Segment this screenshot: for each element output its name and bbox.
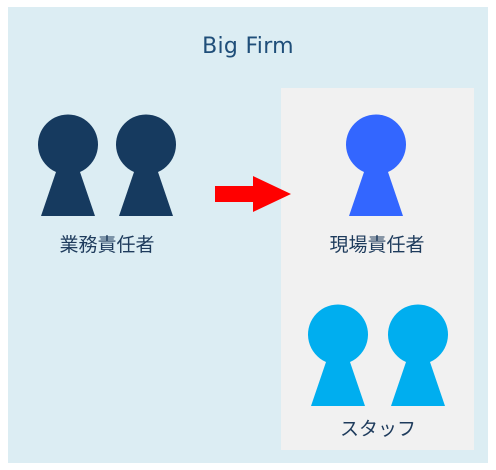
person-icon — [38, 114, 98, 216]
staff-label: スタッフ — [339, 418, 416, 440]
person-icon — [388, 304, 448, 406]
lead-label: 現場責任者 — [329, 234, 425, 256]
arrow-right-icon — [215, 176, 291, 212]
person-icon — [116, 114, 176, 216]
person-icon — [346, 114, 406, 216]
diagram-title: Big Firm — [202, 34, 294, 59]
person-icon — [308, 304, 368, 406]
left-group-label: 業務責任者 — [59, 234, 155, 256]
